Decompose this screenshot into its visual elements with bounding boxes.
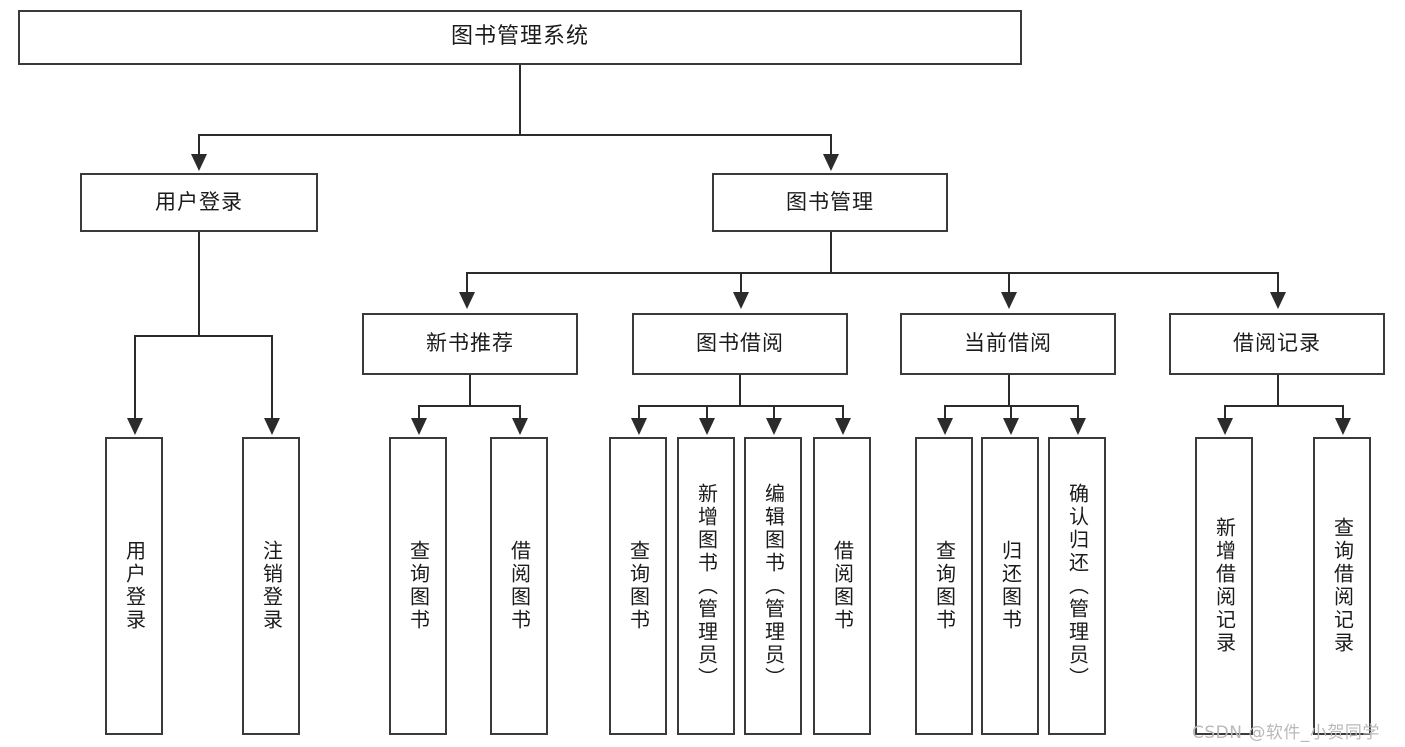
leaf-br-add-record[interactable]: 新增借阅记录 — [1195, 437, 1253, 735]
connector-drop-cb-leaf3 — [1077, 405, 1079, 420]
node-label: 图书借阅 — [696, 331, 784, 356]
leaf-bb-borrow-book[interactable]: 借阅图书 — [813, 437, 871, 735]
leaf-cb-query-book[interactable]: 查询图书 — [915, 437, 973, 735]
connector-drop-current-borrow — [1008, 272, 1010, 294]
node-borrow-record[interactable]: 借阅记录 — [1169, 313, 1385, 375]
connector-level2-bus — [198, 134, 831, 136]
connector-borrow-record-bus — [1224, 405, 1343, 407]
leaf-nb-borrow-book[interactable]: 借阅图书 — [490, 437, 548, 735]
node-book-manage[interactable]: 图书管理 — [712, 173, 948, 232]
arrow-to-cb-leaf3 — [1070, 418, 1086, 435]
connector-drop-book-borrow — [740, 272, 742, 294]
connector-drop-nb-leaf1 — [418, 405, 420, 420]
connector-drop-leaf-user-login — [134, 335, 136, 420]
leaf-bb-add-book[interactable]: 新增图书（管理员） — [677, 437, 735, 735]
arrow-to-cb-leaf2 — [1003, 418, 1019, 435]
node-label: 新书推荐 — [426, 331, 514, 356]
csdn-watermark: CSDN @软件_小贺同学 — [1192, 718, 1380, 743]
leaf-br-query-record[interactable]: 查询借阅记录 — [1313, 437, 1371, 735]
connector-drop-bb-leaf2 — [706, 405, 708, 420]
node-label: 新增借阅记录 — [1212, 517, 1237, 655]
node-label: 注销登录 — [259, 540, 284, 632]
leaf-bb-edit-book[interactable]: 编辑图书（管理员） — [744, 437, 802, 735]
connector-drop-br-leaf2 — [1342, 405, 1344, 420]
connector-drop-bb-leaf4 — [842, 405, 844, 420]
arrow-to-user-login — [191, 154, 207, 171]
connector-user-login-bus — [134, 335, 273, 337]
arrow-to-leaf-user-login — [127, 418, 143, 435]
arrow-to-bb-leaf3 — [766, 418, 782, 435]
node-label: 新增图书（管理员） — [694, 482, 719, 690]
node-label: 用户登录 — [155, 189, 243, 214]
node-label: 编辑图书（管理员） — [761, 482, 786, 690]
connector-drop-book-manage — [830, 134, 832, 156]
node-label: 借阅图书 — [507, 540, 532, 632]
arrow-to-nb-leaf1 — [411, 418, 427, 435]
arrow-to-nb-leaf2 — [512, 418, 528, 435]
node-label: 归还图书 — [998, 540, 1023, 632]
node-root-system[interactable]: 图书管理系统 — [18, 10, 1022, 65]
node-label: 查询借阅记录 — [1330, 517, 1355, 655]
node-label: 借阅图书 — [830, 540, 855, 632]
node-new-book-recommend[interactable]: 新书推荐 — [362, 313, 578, 375]
arrow-to-leaf-logout — [264, 418, 280, 435]
node-label: 用户登录 — [122, 540, 147, 632]
arrow-to-book-borrow — [733, 292, 749, 309]
arrow-to-br-leaf2 — [1335, 418, 1351, 435]
node-label: 查询图书 — [626, 540, 651, 632]
node-label: 确认归还（管理员） — [1065, 482, 1090, 690]
connector-level3-bus — [466, 272, 1278, 274]
connector-user-login-stem — [198, 232, 200, 336]
leaf-user-login[interactable]: 用户登录 — [105, 437, 163, 735]
leaf-cb-confirm-return[interactable]: 确认归还（管理员） — [1048, 437, 1106, 735]
connector-book-borrow-bus — [638, 405, 844, 407]
node-label: 图书管理系统 — [450, 24, 589, 50]
arrow-to-bb-leaf1 — [631, 418, 647, 435]
connector-borrow-record-stem — [1277, 375, 1279, 407]
node-book-borrow[interactable]: 图书借阅 — [632, 313, 848, 375]
watermark-text: CSDN @软件_小贺同学 — [1192, 723, 1380, 743]
connector-drop-leaf-logout — [271, 335, 273, 420]
connector-drop-user-login — [198, 134, 200, 156]
connector-book-manage-stem — [830, 232, 832, 274]
node-label: 当前借阅 — [964, 331, 1052, 356]
leaf-nb-query-book[interactable]: 查询图书 — [389, 437, 447, 735]
connector-drop-cb-leaf1 — [944, 405, 946, 420]
node-label: 查询图书 — [406, 540, 431, 632]
leaf-cb-return-book[interactable]: 归还图书 — [981, 437, 1039, 735]
node-user-login[interactable]: 用户登录 — [80, 173, 318, 232]
connector-drop-br-leaf1 — [1224, 405, 1226, 420]
node-current-borrow[interactable]: 当前借阅 — [900, 313, 1116, 375]
arrow-to-current-borrow — [1001, 292, 1017, 309]
connector-drop-nb-leaf2 — [519, 405, 521, 420]
arrow-to-new-book — [459, 292, 475, 309]
connector-drop-bb-leaf3 — [773, 405, 775, 420]
arrow-to-bb-leaf4 — [835, 418, 851, 435]
connector-drop-cb-leaf2 — [1010, 405, 1012, 420]
arrow-to-cb-leaf1 — [937, 418, 953, 435]
leaf-logout[interactable]: 注销登录 — [242, 437, 300, 735]
connector-book-borrow-stem — [739, 375, 741, 407]
connector-root-stem — [519, 65, 521, 135]
connector-new-book-bus — [418, 405, 520, 407]
connector-drop-new-book — [466, 272, 468, 294]
leaf-bb-query-book[interactable]: 查询图书 — [609, 437, 667, 735]
connector-drop-bb-leaf1 — [638, 405, 640, 420]
node-label: 图书管理 — [786, 189, 874, 214]
arrow-to-br-leaf1 — [1217, 418, 1233, 435]
connector-current-borrow-stem — [1008, 375, 1010, 407]
node-label: 查询图书 — [932, 540, 957, 632]
arrow-to-book-manage — [823, 154, 839, 171]
arrow-to-bb-leaf2 — [699, 418, 715, 435]
arrow-to-borrow-record — [1270, 292, 1286, 309]
connector-new-book-stem — [469, 375, 471, 407]
node-label: 借阅记录 — [1233, 331, 1321, 356]
connector-drop-borrow-record — [1277, 272, 1279, 294]
